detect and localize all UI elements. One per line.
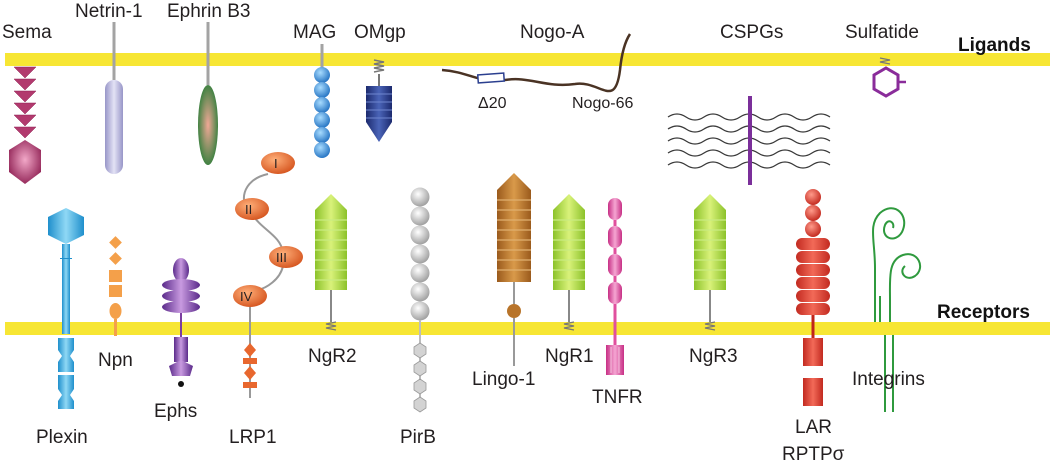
- npn-receptor: Npn: [98, 236, 133, 371]
- lingo-1-label: Lingo-1: [472, 369, 535, 390]
- ngr2-label: NgR2: [308, 346, 357, 367]
- plexin-receptor: Plexin: [36, 208, 88, 448]
- ephs-label: Ephs: [154, 401, 197, 422]
- ephs-receptor: Ephs: [154, 258, 200, 422]
- ligands-band-label: Ligands: [958, 35, 1031, 56]
- ligand-membrane-band: [5, 53, 1050, 66]
- delta20-label: Δ20: [478, 95, 507, 112]
- tnfr-receptor: TNFR: [592, 198, 643, 408]
- ephrin-b3-ligand: Ephrin B3: [167, 1, 250, 165]
- tnfr-label: TNFR: [592, 387, 643, 408]
- integrins-receptor: [872, 207, 921, 412]
- lrp1-label: LRP1: [229, 427, 277, 448]
- ephrin-b3-label: Ephrin B3: [167, 1, 250, 22]
- nogo-a-ligand: Nogo-A Δ20 Nogo-66: [441, 22, 633, 112]
- lrp1-receptor: I II III IV LRP1: [229, 152, 303, 448]
- cspgs-label: CSPGs: [720, 22, 783, 43]
- integrins-label: Integrins: [852, 369, 925, 390]
- receptors-band-label: Receptors: [937, 302, 1030, 323]
- sema-label: Sema: [2, 22, 52, 43]
- sulfatide-ligand: Sulfatide: [845, 22, 919, 98]
- ngr1-receptor: NgR1: [545, 194, 594, 367]
- mag-label: MAG: [293, 22, 336, 43]
- pirb-receptor: PirB: [400, 187, 436, 448]
- lrp1-domain-iv: IV: [240, 289, 253, 304]
- omgp-label: OMgp: [354, 22, 406, 43]
- lingo-1-receptor: Lingo-1: [472, 173, 535, 390]
- cspgs-ligand: CSPGs: [667, 22, 831, 185]
- nogo-a-label: Nogo-A: [520, 22, 585, 43]
- plexin-label: Plexin: [36, 427, 88, 448]
- netrin-1-label: Netrin-1: [75, 1, 143, 22]
- netrin-1-ligand: Netrin-1: [75, 1, 143, 174]
- receptor-membrane-band: [5, 322, 1050, 335]
- lar-rptp-receptor: LAR RPTPσ: [782, 189, 845, 465]
- ngr1-label: NgR1: [545, 346, 594, 367]
- lar-label: LAR: [795, 417, 832, 438]
- lrp1-domain-iii: III: [276, 250, 287, 265]
- lrp1-domain-ii: II: [245, 202, 252, 217]
- npn-label: Npn: [98, 350, 133, 371]
- pirb-label: PirB: [400, 427, 436, 448]
- omgp-ligand: OMgp: [354, 22, 406, 142]
- ngr2-receptor: NgR2: [308, 194, 357, 367]
- nogo-66-label: Nogo-66: [572, 95, 633, 112]
- lrp1-domain-i: I: [274, 156, 278, 171]
- mag-ligand: MAG: [293, 22, 336, 158]
- sulfatide-label: Sulfatide: [845, 22, 919, 43]
- rptp-sigma-label: RPTPσ: [782, 444, 845, 465]
- sema-ligand: Sema: [2, 22, 52, 184]
- ngr3-label: NgR3: [689, 346, 738, 367]
- ngr3-receptor: NgR3: [689, 194, 738, 367]
